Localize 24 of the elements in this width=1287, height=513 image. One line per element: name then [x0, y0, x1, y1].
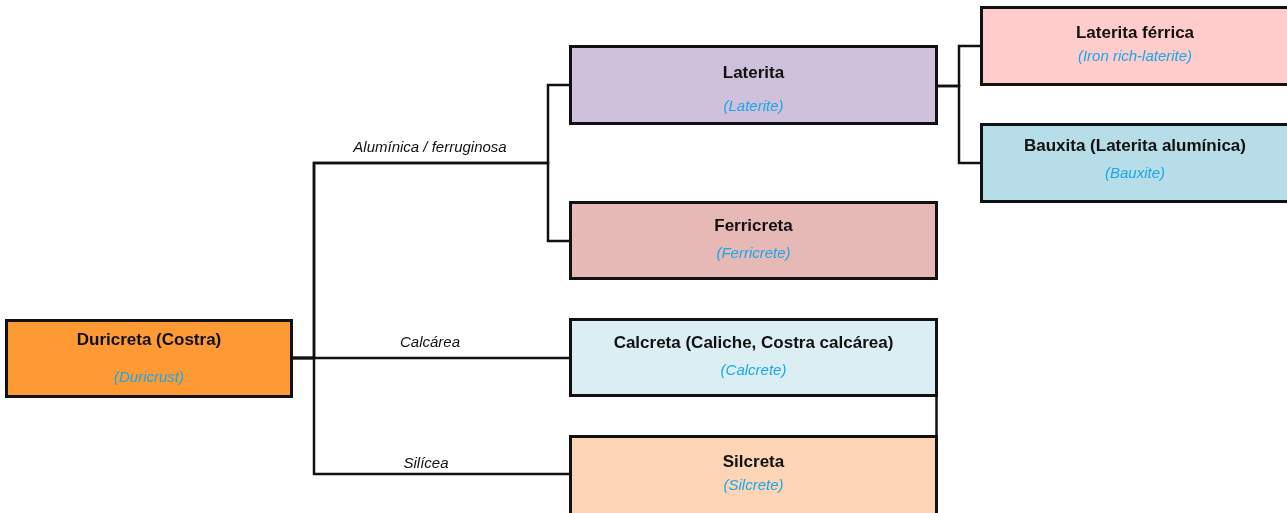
category-box [569, 435, 938, 513]
english-term: (Laterite) [723, 97, 784, 115]
connector-line [938, 84, 980, 165]
english-term: (Bauxite) [1105, 164, 1165, 182]
connector-line [293, 356, 569, 476]
english-term: (Duricrust) [114, 368, 184, 386]
category-box [569, 201, 938, 280]
category-box [980, 123, 1287, 203]
connector-line [935, 397, 938, 435]
box-title: Silcreta [722, 452, 785, 472]
category-box [569, 45, 938, 125]
english-term: (Ferricrete) [716, 244, 791, 262]
box-title: Laterita [722, 63, 785, 83]
category-box [980, 6, 1287, 86]
english-term: (Silcrete) [723, 476, 784, 494]
category-box [5, 319, 293, 398]
box-title: Ferricreta [714, 216, 793, 236]
box-title: Laterita férrica [1075, 23, 1195, 43]
box-title: Calcreta (Caliche, Costra calcárea) [613, 333, 894, 353]
category-box [569, 318, 938, 397]
english-term: (Iron rich-laterite) [1077, 47, 1193, 65]
box-title: Bauxita (Laterita alumínica) [1024, 136, 1246, 156]
english-term: (Calcrete) [720, 361, 787, 379]
box-title: Duricreta (Costra) [76, 330, 222, 350]
